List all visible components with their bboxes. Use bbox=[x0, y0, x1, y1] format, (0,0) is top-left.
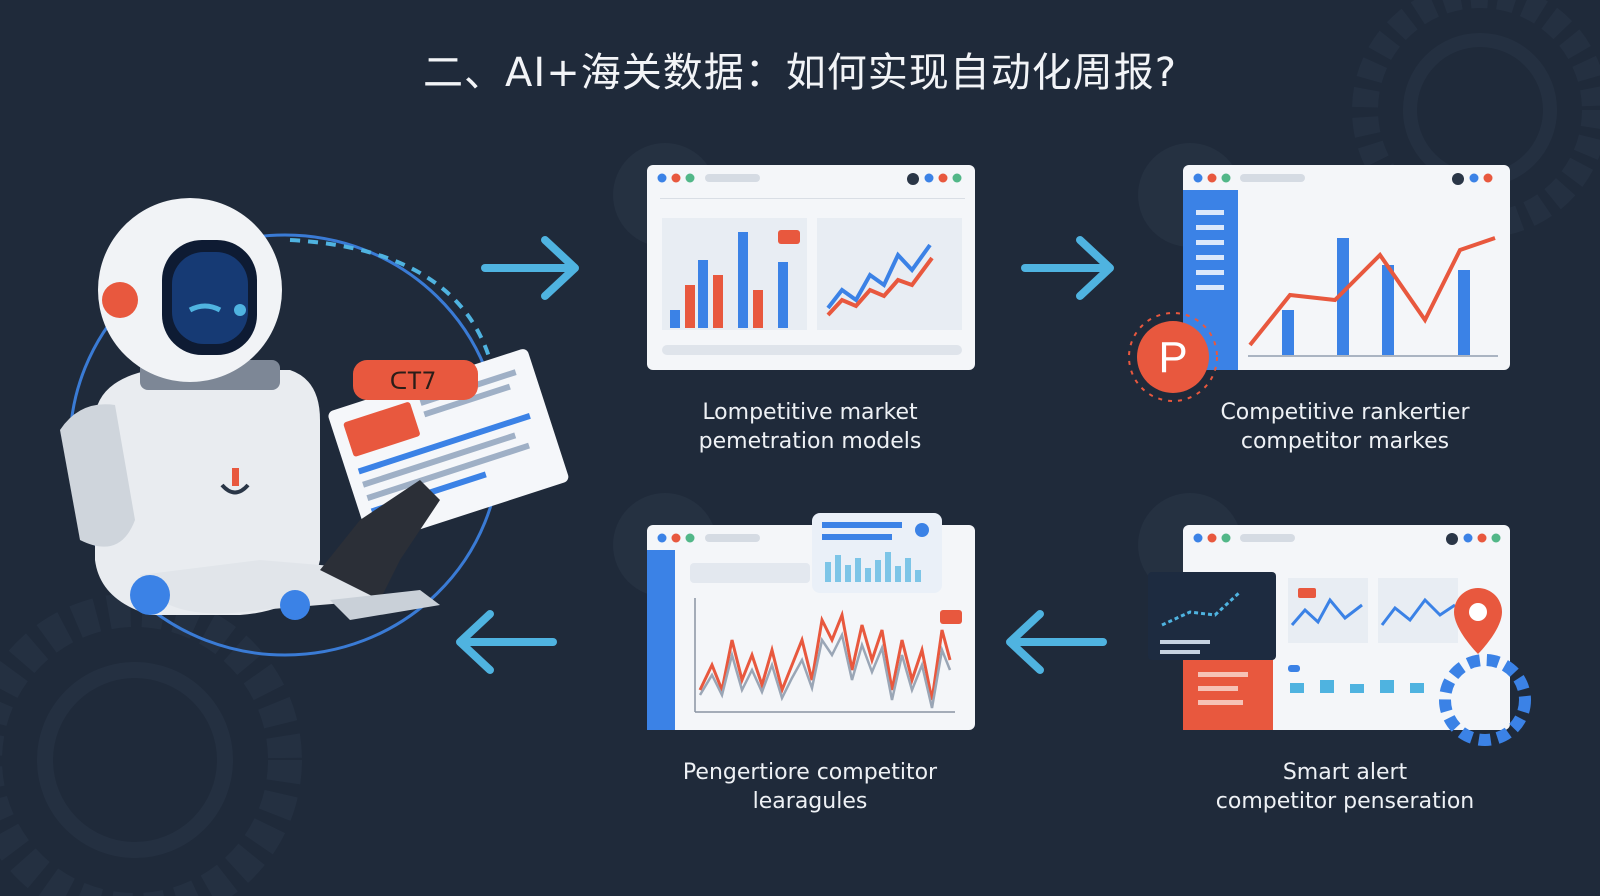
step-caption-1: Lompetitive market pemetration models bbox=[640, 398, 980, 456]
step-caption-line: Pengertiore competitor bbox=[682, 760, 938, 785]
dashboard-panel-3 bbox=[647, 513, 975, 730]
step-caption-2: Competitive rankertier competitor markes bbox=[1170, 398, 1520, 456]
arrow-right-icon bbox=[1021, 236, 1114, 300]
step-caption-line: Smart alert bbox=[1282, 760, 1408, 785]
step-caption-line: pemetration models bbox=[698, 429, 922, 454]
line-chart-mini bbox=[698, 609, 952, 709]
dashboard-panel-2: P bbox=[1128, 165, 1510, 402]
p-badge: P bbox=[1158, 333, 1187, 382]
arrow-left-icon bbox=[456, 610, 557, 674]
step-caption-4: Smart alert competitor penseration bbox=[1170, 758, 1520, 816]
step-caption-3: Pengertiore competitor learagules bbox=[640, 758, 980, 816]
step-caption-line: competitor markes bbox=[1240, 429, 1450, 454]
dashboard-panel-4 bbox=[1148, 525, 1531, 746]
gear-icon bbox=[1439, 654, 1531, 746]
bar-chart-mini bbox=[1290, 680, 1424, 693]
slide-title: 二、AI+海关数据：如何实现自动化周报? bbox=[423, 50, 1177, 96]
arrow-left-icon bbox=[1006, 610, 1107, 674]
step-caption-line: learagules bbox=[752, 789, 868, 814]
line-chart-mini bbox=[826, 243, 934, 317]
bar-chart-mini bbox=[825, 552, 921, 582]
arrow-right-icon bbox=[481, 236, 579, 300]
step-caption-line: competitor penseration bbox=[1215, 789, 1475, 814]
location-pin-icon bbox=[1454, 588, 1502, 654]
gear-icon bbox=[0, 593, 302, 896]
step-caption-line: Lompetitive market bbox=[702, 400, 918, 425]
dashboard-panel-1 bbox=[647, 165, 975, 370]
robot-tag: ᑕT7 bbox=[390, 367, 436, 395]
robot-illustration: ᑕT7 bbox=[60, 198, 569, 657]
step-caption-line: Competitive rankertier bbox=[1220, 400, 1470, 425]
bar-line-chart-mini bbox=[1248, 236, 1496, 355]
bar-chart-mini bbox=[670, 230, 800, 328]
